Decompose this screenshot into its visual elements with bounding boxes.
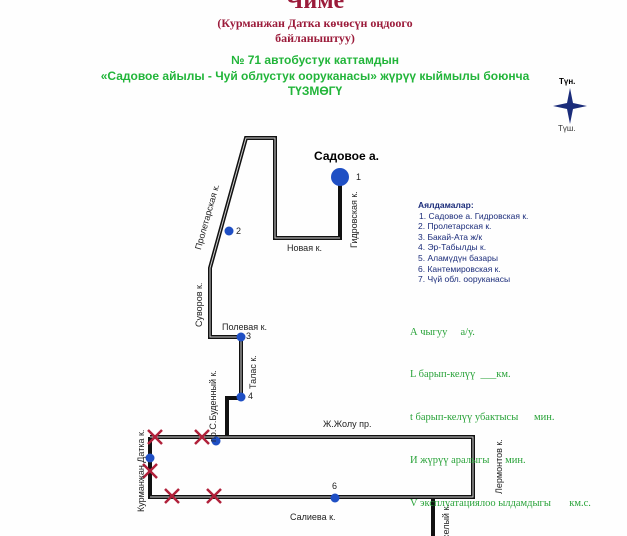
title: Чиме [285, 0, 345, 14]
legend-title: Аялдамалар: [418, 200, 474, 210]
stop-num-6: 6 [332, 481, 338, 491]
label-zholu: Ж.Жолу пр. [323, 419, 372, 429]
label-kurmanjan: Курманжан Датка к. [136, 429, 146, 512]
legend-item: 3. Бакай-Ата ж/к [418, 231, 483, 242]
label-salieva: Салиева к. [290, 512, 336, 522]
stop-1 [331, 168, 349, 186]
compass-north: Түн. [559, 77, 576, 86]
closed-x-icon [164, 488, 180, 504]
label-sadovoe: Садовое а. [314, 149, 379, 163]
legend-item: 2. Пролетарская к. [418, 221, 492, 232]
stop-num-3: 3 [246, 331, 252, 341]
closed-x-icon [194, 429, 210, 445]
label-polevaya: Полевая к. [222, 322, 268, 332]
label-gidrovskaya: Гидровская к. [349, 191, 359, 248]
route-line3: ТҮЗМӨГҮ [287, 84, 343, 98]
stop-4 [236, 392, 246, 402]
param-line: И жүрүү аралыгы мин. [410, 455, 526, 467]
legend-item: 1. Садовое а. Гидровская к. [419, 210, 529, 221]
closed-x-icon [206, 488, 222, 504]
stop-7 [145, 453, 155, 463]
label-budenny: пр.С.Буденный к. [208, 370, 218, 442]
compass-star-icon [553, 88, 587, 124]
legend-item: 5. Аламүдүн базары [418, 252, 498, 263]
legend-item: 7. Чүй обл. ооруканасы [418, 274, 511, 285]
param-line: V эксплуатациялоо ылдамдыгы км.с. [410, 498, 591, 510]
compass-south: Түш. [558, 124, 576, 133]
stop-num-2: 2 [236, 226, 242, 236]
stop-2 [224, 226, 234, 236]
route-line1: № 71 автобустук каттамдын [231, 53, 399, 67]
subtitle-line2: байланыштуу) [275, 31, 355, 45]
stop-3 [236, 332, 246, 342]
label-talas: Талас к. [248, 355, 258, 389]
stop-num-4: 4 [248, 391, 254, 401]
closed-marks [142, 429, 222, 504]
stop-6 [330, 493, 340, 503]
label-suvorov: Суворов к. [194, 282, 204, 327]
stop-num-1: 1 [356, 172, 362, 182]
legend-item: 6. Кантемировская к. [418, 263, 501, 274]
param-line: L барып-келүү ___км. [410, 369, 511, 381]
legend-item: 4. Эр-Табылды к. [418, 242, 487, 253]
label-novaya: Новая к. [287, 243, 323, 253]
subtitle-line1: (Курманжан Датка көчөсүн оңдоого [217, 16, 413, 30]
param-line: А чыгуу а/у. [410, 326, 475, 338]
stops-legend: Аялдамалар: 1. Садовое а. Гидровская к. … [418, 200, 528, 285]
route-line2: «Садовое айылы - Чуй облустук ооруканасы… [100, 69, 530, 83]
stop-5 [211, 436, 221, 446]
route-parameters: А чыгуу а/у. L барып-келүү ___км. t бары… [410, 297, 591, 536]
closed-x-icon [142, 463, 158, 479]
param-line: t барып-келүү убактысы мин. [410, 412, 555, 424]
closed-x-icon [147, 429, 163, 445]
